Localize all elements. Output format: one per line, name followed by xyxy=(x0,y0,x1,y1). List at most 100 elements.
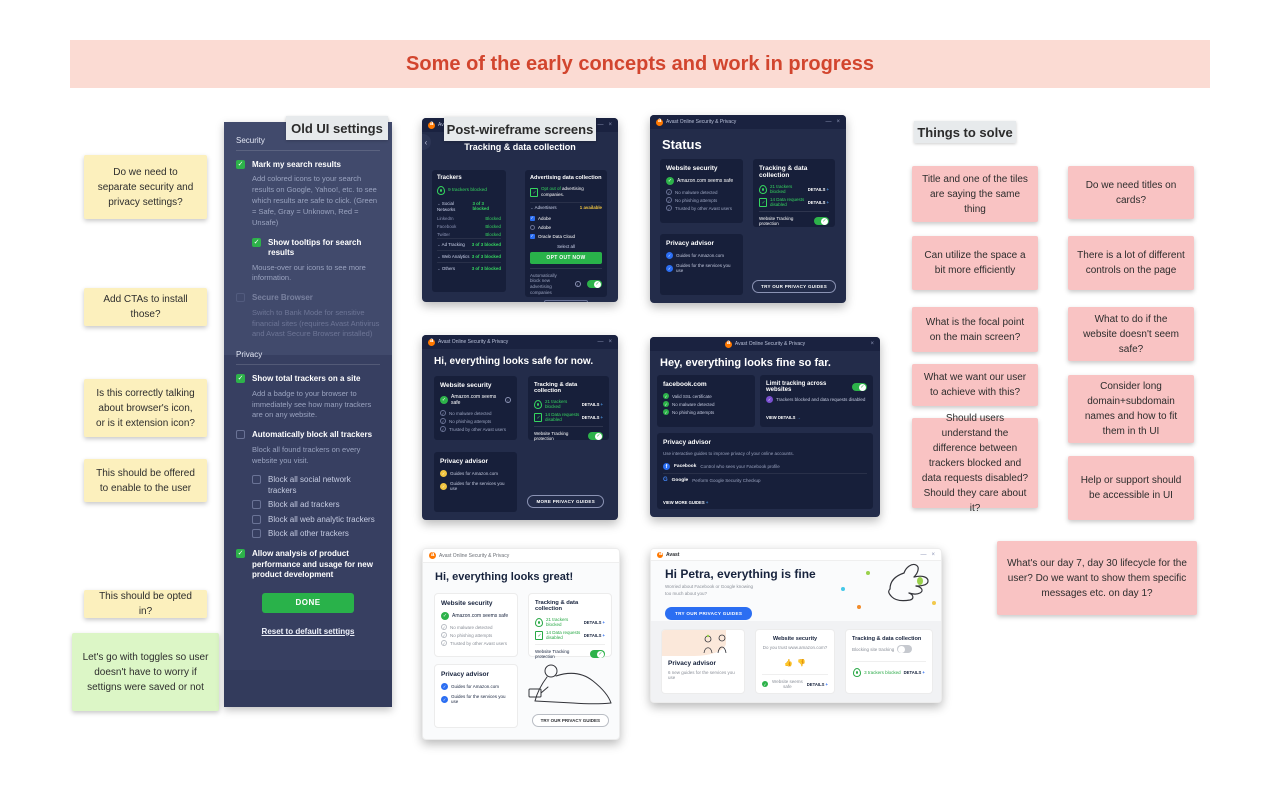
tracking-protection-toggle[interactable] xyxy=(590,650,605,658)
details-link[interactable]: DETAILS + xyxy=(807,186,829,192)
blocking-toggle[interactable] xyxy=(897,645,913,653)
back-button[interactable] xyxy=(422,134,431,150)
details-link[interactable]: DETAILS + xyxy=(903,670,925,675)
more-privacy-guides-button[interactable]: MORE PRIVACY GUIDES xyxy=(527,495,604,508)
sticky-note[interactable]: Should users understand the difference b… xyxy=(912,413,1038,514)
sticky-note[interactable]: Let's go with toggles so user doesn't ha… xyxy=(72,633,219,711)
select-all-link[interactable]: Select all xyxy=(557,243,575,249)
sticky-note[interactable]: Do we need titles on cards? xyxy=(1068,166,1194,219)
label-things-to-solve[interactable]: Things to solve xyxy=(914,121,1016,143)
close-icon[interactable] xyxy=(608,122,612,128)
try-privacy-guides-button[interactable]: TRY OUR PRIVACY GUIDES xyxy=(665,607,753,620)
close-icon[interactable] xyxy=(870,341,874,347)
thumb-down-button[interactable]: 👎 xyxy=(797,660,806,667)
tracker-group-row[interactable]: Ad Tracking 3 of 3 blocked xyxy=(437,238,501,250)
checkbox-unchecked-icon[interactable] xyxy=(252,500,261,510)
view-details-link[interactable]: VIEW DETAILS → xyxy=(766,415,801,420)
minimize-icon[interactable] xyxy=(597,339,603,345)
checkbox-checked-icon[interactable] xyxy=(530,215,535,221)
sticky-note[interactable]: What we want our user to achieve with th… xyxy=(912,364,1038,406)
advertisers-row[interactable]: Advertisers 1 available xyxy=(530,201,602,214)
sticky-note[interactable]: This should be opted in? xyxy=(84,590,207,618)
sticky-note[interactable]: What to do if the website doesn't seem s… xyxy=(1068,307,1194,361)
done-button[interactable]: DONE xyxy=(262,592,354,613)
checkbox-unchecked-icon[interactable] xyxy=(252,475,261,485)
advisor-guide-row[interactable]: G Google Perform Google Security Checkup xyxy=(663,477,761,483)
details-link[interactable]: DETAILS + xyxy=(807,199,829,205)
sticky-note[interactable]: There is a lot of different controls on … xyxy=(1068,236,1194,290)
thumb-up-button[interactable]: 👍 xyxy=(784,660,793,667)
tracking-protection-toggle[interactable] xyxy=(588,432,603,440)
sticky-note[interactable]: Can utilize the space a bit more efficie… xyxy=(912,236,1038,290)
facebook-icon: f xyxy=(663,463,670,470)
safe-check-icon xyxy=(440,396,448,404)
advertiser-option[interactable]: Oracle Data Cloud xyxy=(530,232,602,241)
details-link[interactable]: DETAILS + xyxy=(583,619,605,625)
checkbox-mark-search-results[interactable]: Mark my search results xyxy=(236,160,380,170)
close-icon[interactable] xyxy=(931,552,935,558)
card-header: Tracking & data collection xyxy=(759,165,808,179)
minimize-icon[interactable] xyxy=(597,122,603,128)
checkbox-checked-icon[interactable] xyxy=(236,374,245,384)
opt-out-link[interactable]: Opt out of xyxy=(541,186,561,191)
advertiser-option[interactable]: Adobe xyxy=(530,223,602,232)
sticky-note[interactable]: Is this correctly talking about browser'… xyxy=(84,379,207,437)
card-header: Privacy advisor xyxy=(668,660,717,667)
minimize-icon[interactable] xyxy=(825,119,831,125)
checkbox-checked-icon[interactable] xyxy=(236,549,245,559)
tracker-group-row[interactable]: Others 3 of 3 blocked xyxy=(437,262,501,274)
checkbox-unchecked-icon[interactable] xyxy=(252,529,261,539)
close-icon[interactable] xyxy=(608,339,612,345)
hide-details-button[interactable]: HIDE DETAILS xyxy=(543,299,589,302)
sticky-note[interactable]: What's our day 7, day 30 lifecycle for t… xyxy=(997,541,1197,615)
sticky-note[interactable]: Title and one of the tiles are saying th… xyxy=(912,166,1038,222)
reset-defaults-link[interactable]: Reset to default settings xyxy=(261,626,355,636)
advertiser-option[interactable]: Adobe xyxy=(530,214,602,223)
limit-tracking-toggle[interactable] xyxy=(852,383,867,391)
checkbox-auto-block-trackers[interactable]: Automatically block all trackers xyxy=(236,430,380,440)
details-link[interactable]: DETAILS + xyxy=(583,632,605,638)
details-link[interactable]: DETAILS + xyxy=(581,401,603,407)
checkbox-allow-analysis[interactable]: Allow analysis of product performance an… xyxy=(236,549,380,580)
details-link[interactable]: DETAILS + xyxy=(806,681,828,687)
checkbox-checked-icon[interactable] xyxy=(530,233,535,239)
sticky-note[interactable]: Consider long domain+subdomain names and… xyxy=(1068,375,1194,443)
window-titlebar: Avast Online Security & Privacy xyxy=(650,337,880,351)
checkbox-checked-icon[interactable] xyxy=(236,160,245,169)
label-old-ui-settings[interactable]: Old UI settings xyxy=(286,116,388,140)
try-privacy-guides-button[interactable]: TRY OUR PRIVACY GUIDES xyxy=(752,280,836,293)
info-icon[interactable] xyxy=(574,281,581,288)
opt-out-now-button[interactable]: OPT OUT NOW xyxy=(530,251,602,264)
checkbox-block-social[interactable]: Block all social network trackers xyxy=(252,475,380,496)
info-icon[interactable] xyxy=(505,397,511,403)
checkbox-show-total-trackers[interactable]: Show total trackers on a site xyxy=(236,374,380,384)
try-privacy-guides-button[interactable]: TRY OUR PRIVACY GUIDES xyxy=(531,714,609,727)
details-link[interactable]: DETAILS + xyxy=(581,414,603,420)
close-icon[interactable] xyxy=(836,119,840,125)
sticky-note[interactable]: What is the focal point on the main scre… xyxy=(912,307,1038,352)
tracking-protection-toggle[interactable] xyxy=(814,217,829,225)
checkbox-secure-browser[interactable]: Secure Browser xyxy=(236,293,380,303)
screen-title: Hey, everything looks fine so far. xyxy=(660,357,831,369)
sticky-note[interactable]: Do we need to separate security and priv… xyxy=(84,155,207,219)
fingerprint-icon xyxy=(534,399,542,409)
advisor-guide-row[interactable]: f Facebook Control who sees your Faceboo… xyxy=(663,460,867,474)
checkbox-show-tooltips[interactable]: Show tooltips for search results xyxy=(252,237,380,259)
checkbox-unchecked-icon[interactable] xyxy=(236,430,245,440)
view-more-guides-link[interactable]: VIEW MORE GUIDES + xyxy=(663,500,709,505)
tracker-group-row[interactable]: Web Analytics 3 of 3 blocked xyxy=(437,250,501,262)
checkbox-unchecked-icon[interactable] xyxy=(252,514,261,524)
minimize-icon[interactable] xyxy=(920,552,926,558)
checkbox-unchecked-icon[interactable] xyxy=(530,224,535,230)
auto-block-toggle[interactable] xyxy=(587,280,602,289)
sticky-note[interactable]: Add CTAs to install those? xyxy=(84,288,207,326)
sticky-note[interactable]: Help or support should be accessible in … xyxy=(1068,456,1194,520)
sticky-note[interactable]: This should be offered to enable to the … xyxy=(84,459,207,502)
checkbox-checked-icon[interactable] xyxy=(252,237,261,247)
checkbox-block-analytics[interactable]: Block all web analytic trackers xyxy=(252,514,380,525)
auto-block-label: Automatically block new advertising comp… xyxy=(530,272,557,296)
checkbox-block-ad[interactable]: Block all ad trackers xyxy=(252,500,380,510)
checkbox-block-other[interactable]: Block all other trackers xyxy=(252,529,380,539)
label-post-wireframe[interactable]: Post-wireframe screens xyxy=(444,117,596,141)
tracker-group-row[interactable]: Social Networks 3 of 3 blocked xyxy=(437,198,501,214)
